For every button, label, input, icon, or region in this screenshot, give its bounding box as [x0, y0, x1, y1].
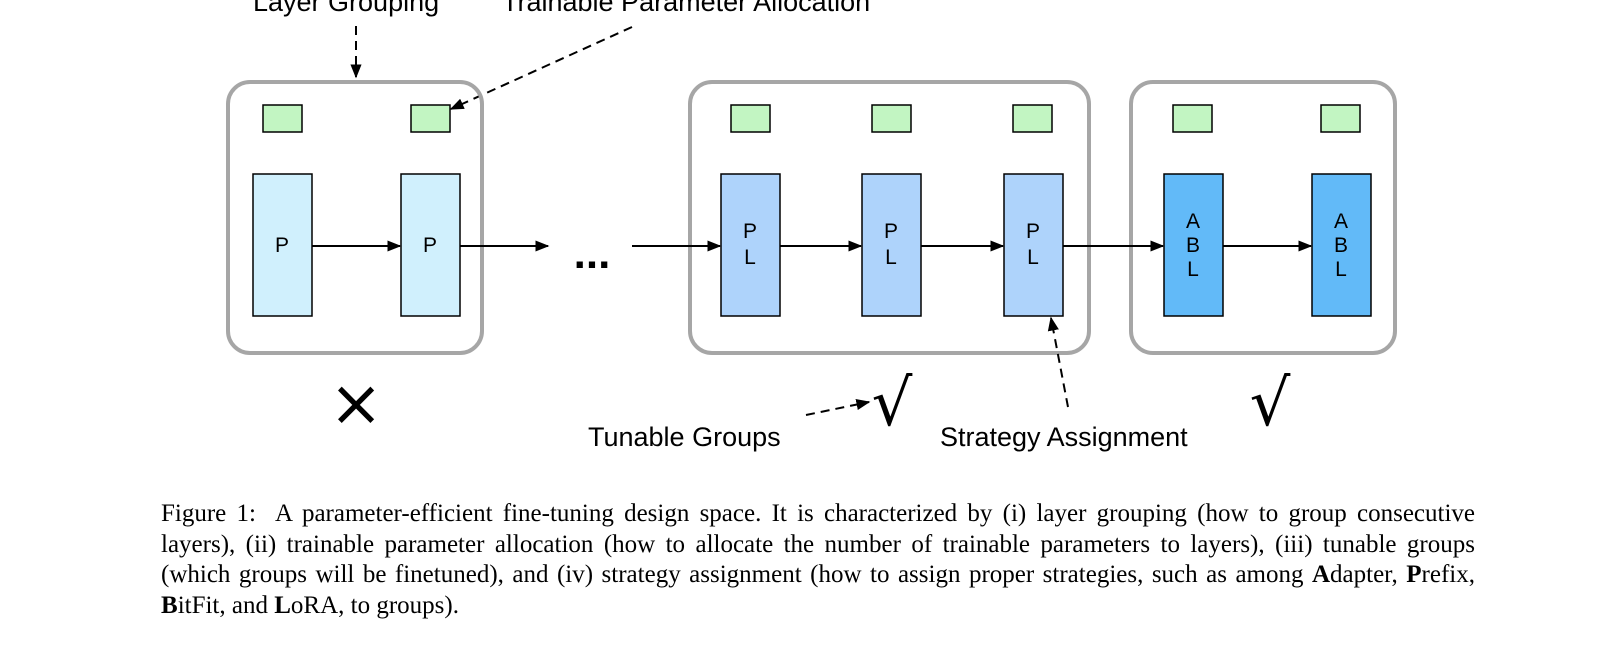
block-letter: P [884, 220, 898, 243]
tuned-check-mark: √ [1250, 367, 1291, 441]
figure-caption: Figure 1: A parameter-efficient fine-tun… [161, 499, 1475, 621]
caption-text: refix, [1421, 561, 1475, 588]
layer-block-g2-3: P L [1003, 173, 1064, 317]
param-box [1012, 104, 1053, 133]
param-box [262, 104, 303, 133]
block-letter: A [1334, 210, 1348, 233]
block-letter: P [275, 234, 289, 257]
param-box [730, 104, 771, 133]
layer-block-g1-1: P [252, 173, 313, 317]
block-letter: L [1335, 258, 1347, 281]
not-tuned-x-mark: × [329, 367, 383, 441]
caption-bold-b: B [161, 591, 178, 619]
trainable-parameter-allocation-label: Trainable Parameter Allocation [502, 0, 870, 17]
design-space-diagram: Layer Grouping Trainable Parameter Alloc… [226, 0, 1397, 452]
strategy-assignment-label: Strategy Assignment [940, 422, 1188, 452]
param-box [871, 104, 912, 133]
allocation-arrow [449, 26, 633, 110]
layer-block-g2-1: P L [720, 173, 781, 317]
param-box [410, 104, 451, 133]
caption-bold-a: A [1311, 561, 1331, 588]
layer-grouping-label: Layer Grouping [253, 0, 439, 17]
layer-block-g2-2: P L [861, 173, 922, 317]
group-2-container [688, 80, 1091, 355]
block-letter: P [423, 234, 437, 257]
caption-text: A parameter-efficient fine-tuning design… [161, 500, 1476, 588]
block-letter: B [1334, 234, 1348, 257]
caption-text: itFit, and [177, 591, 275, 619]
block-letter: P [1026, 220, 1040, 243]
caption-bold-l: L [274, 591, 291, 619]
param-box [1320, 104, 1361, 133]
block-letter: L [744, 246, 756, 269]
caption-text: dapter, [1330, 561, 1407, 588]
block-letter: B [1186, 234, 1200, 257]
layer-block-g3-2: A B L [1311, 173, 1372, 317]
caption-bold-p: P [1406, 561, 1422, 588]
tuned-check-mark: √ [872, 367, 913, 441]
group-3-container [1129, 80, 1397, 355]
block-letter: A [1186, 210, 1200, 233]
ellipsis: ... [574, 229, 611, 278]
layer-block-g3-1: A B L [1163, 173, 1224, 317]
block-letter: P [743, 220, 757, 243]
layer-block-g1-2: P [400, 173, 461, 317]
block-letter: L [1027, 246, 1039, 269]
param-box [1172, 104, 1213, 133]
tunable-groups-arrow [805, 399, 871, 416]
block-letter: L [1187, 258, 1199, 281]
block-letter: L [885, 246, 897, 269]
caption-text: oRA, to groups). [290, 591, 459, 619]
group-1-container [226, 80, 484, 355]
strategy-assignment-arrow [1047, 316, 1069, 408]
caption-label: Figure 1: [161, 500, 256, 527]
tunable-groups-label: Tunable Groups [588, 422, 781, 452]
